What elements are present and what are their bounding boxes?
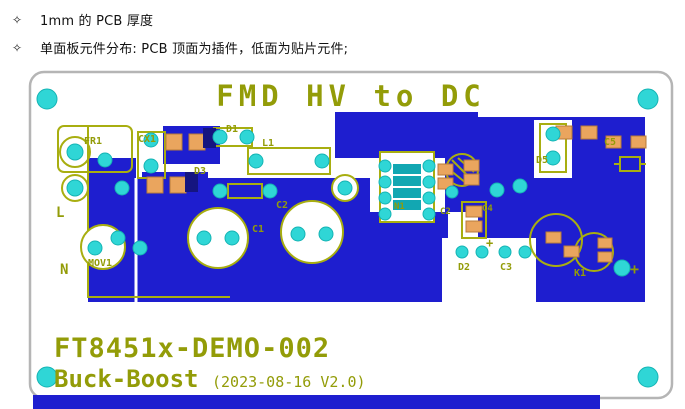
board-subtitle: Buck-Boost bbox=[54, 365, 199, 393]
label-cx1: CX1 bbox=[138, 134, 156, 145]
note-text: 单面板元件分布: PCB 顶面为插件，低面为贴片元件; bbox=[40, 42, 349, 57]
notes-list: ✧ 1mm 的 PCB 厚度 ✧ 单面板元件分布: PCB 顶面为插件，低面为贴… bbox=[0, 0, 685, 60]
board-version: (2023-08-16 V2.0) bbox=[212, 373, 366, 391]
label-k1: K1 bbox=[574, 268, 586, 279]
label-line: L bbox=[56, 205, 64, 221]
label-d5: D5 bbox=[536, 155, 548, 166]
board-title: FMD HV to DC bbox=[216, 79, 486, 113]
mounting-holes bbox=[36, 88, 659, 388]
transformer-core bbox=[393, 164, 421, 210]
label-c3: C3 bbox=[500, 262, 512, 273]
through-hole-pads bbox=[66, 126, 631, 277]
note-text: 1mm 的 PCB 厚度 bbox=[40, 14, 154, 29]
diamond-bullet-icon: ✧ bbox=[11, 12, 23, 27]
label-mov1: MOV1 bbox=[88, 258, 112, 269]
label-d2: D2 bbox=[458, 262, 470, 273]
board-footer: FT8451x-DEMO-002 Buck-Boost (2023-08-16 … bbox=[54, 333, 366, 393]
note-pcb-thickness: ✧ 1mm 的 PCB 厚度 bbox=[10, 7, 685, 32]
note-component-distribution: ✧ 单面板元件分布: PCB 顶面为插件，低面为贴片元件; bbox=[10, 35, 685, 60]
label-plus-a: + bbox=[486, 236, 493, 250]
label-c2: C2 bbox=[276, 200, 288, 211]
label-neutral: N bbox=[60, 262, 68, 278]
board-name: FT8451x-DEMO-002 bbox=[54, 333, 330, 364]
pcb-svg: FMD HV to DC FR1 CX1 D1 L1 D3 C2 C1 MOV1… bbox=[28, 70, 674, 409]
label-n1: N1 bbox=[394, 202, 405, 212]
label-c1: C1 bbox=[252, 224, 264, 235]
label-fr1: FR1 bbox=[84, 136, 102, 147]
label-plus-b: + bbox=[630, 260, 639, 278]
diamond-bullet-icon: ✧ bbox=[11, 40, 23, 55]
label-c4: C4 bbox=[482, 204, 493, 214]
label-d1: D1 bbox=[226, 124, 238, 135]
label-c2b: C2 bbox=[440, 207, 451, 217]
label-l1: L1 bbox=[262, 138, 274, 149]
label-c5: C5 bbox=[604, 137, 616, 148]
label-d3: D3 bbox=[194, 166, 206, 177]
pcb-layout-image: FMD HV to DC FR1 CX1 D1 L1 D3 C2 C1 MOV1… bbox=[0, 62, 685, 409]
refdes-labels: FR1 CX1 D1 L1 D3 C2 C1 MOV1 L N N1 C2 C4… bbox=[56, 124, 639, 279]
polarity-marks bbox=[185, 128, 216, 192]
